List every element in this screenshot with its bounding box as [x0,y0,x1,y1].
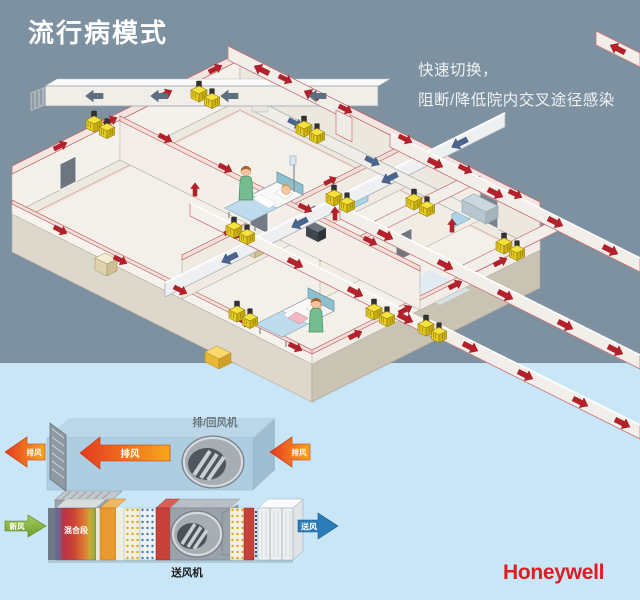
fresh-air-label: 新风 [10,521,25,531]
nurse-figure-icon [238,165,254,201]
exhaust-in-arrow-icon [269,436,311,468]
subtitle: 快速切换， 阻断/降低院内交叉途径感染 [418,56,615,116]
page-title: 流行病模式 [28,18,169,48]
supply-air-label: 送风 [300,522,317,532]
mixing-section [55,507,97,561]
nurse-figure-icon [308,297,324,333]
ahu-diagram: 排/回风机 排风 排风 排风 [4,416,339,579]
exhaust-out-arrow-icon [4,436,46,468]
exhaust-return-fan-icon [181,435,245,489]
ahu-exhaust-section: 排/回风机 排风 排风 排风 [4,416,311,492]
supply-arrow-icon [297,512,339,540]
honeywell-logo: Honeywell [503,561,605,584]
coil-section [155,507,171,561]
exhaust-in-label: 排风 [292,447,307,457]
coil-section [139,507,157,561]
sofa-icon [204,345,232,370]
exhaust-out-label: 排风 [27,447,42,457]
filter-section [123,507,141,561]
supply-fan-label: 送风机 [170,566,203,579]
tv-icon [306,222,326,242]
mixing-section-label: 混合段 [64,525,88,535]
fresh-air-arrow-icon [4,514,47,538]
exhaust-flow-arrow-icon [79,436,171,470]
room-contents [94,155,335,370]
exhaust-duct-label: 排风 [120,448,140,460]
iv-pole-icon [289,155,297,192]
filter-section [99,507,117,561]
ahu-supply-section: 混合段 送风机 新风 [4,490,339,579]
subtitle-line-2: 阻断/降低院内交叉途径感染 [418,92,615,109]
supply-fan-icon [170,510,224,558]
subtitle-line-1: 快速切换， [418,62,499,79]
lower-background [0,363,640,600]
supply-louver-icon [257,507,294,561]
